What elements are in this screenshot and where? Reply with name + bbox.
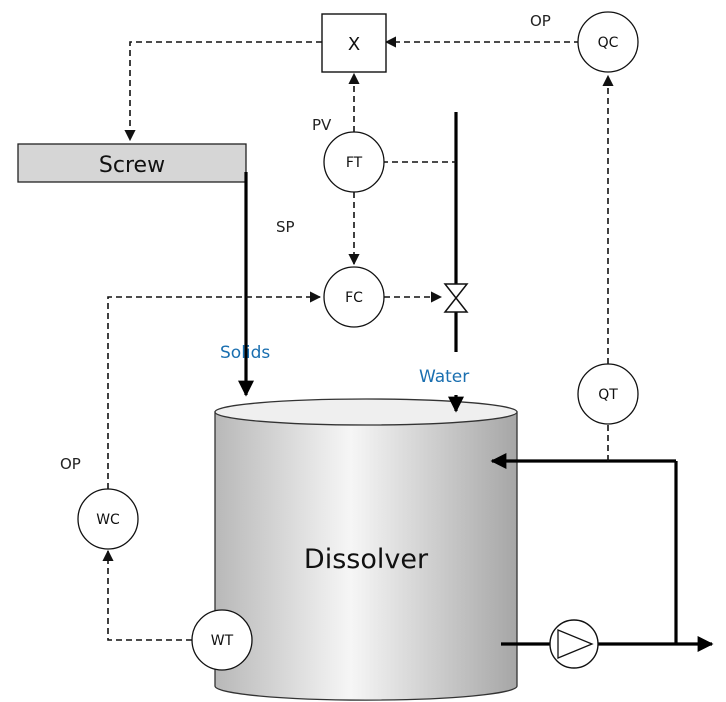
screw-conveyor: Screw: [17, 143, 247, 183]
op-label-top: OP: [530, 12, 551, 30]
fc-label: FC: [345, 290, 363, 306]
pump: [549, 619, 599, 669]
fc-instrument: FC: [323, 266, 385, 328]
multiplier-label: X: [348, 34, 360, 55]
pv-label: PV: [312, 116, 332, 134]
qc-label: QC: [598, 35, 619, 51]
wt-instrument: WT: [191, 609, 253, 671]
signal-x-to-screw: [124, 41, 322, 142]
water-label: Water: [419, 367, 469, 387]
qt-label: QT: [598, 387, 618, 403]
multiplier-block: X: [321, 13, 387, 73]
dissolver-label: Dissolver: [304, 544, 429, 575]
recirculation-line: [490, 453, 714, 652]
ft-label: FT: [346, 155, 363, 171]
wt-label: WT: [211, 633, 234, 649]
solids-label: Solids: [220, 343, 270, 363]
screw-label: Screw: [99, 153, 165, 178]
qc-instrument: QC: [577, 11, 639, 73]
wc-instrument: WC: [77, 488, 139, 550]
signal-wt-to-wc: [102, 549, 192, 641]
wc-label: WC: [96, 512, 120, 528]
dissolver-vessel: Dissolver: [214, 398, 518, 701]
qt-instrument: QT: [577, 363, 639, 425]
op-label-left: OP: [60, 455, 81, 473]
ft-instrument: FT: [323, 131, 385, 193]
sp-label: SP: [276, 218, 295, 236]
signal-wc-to-fc: [107, 291, 322, 489]
control-valve: [443, 283, 469, 313]
